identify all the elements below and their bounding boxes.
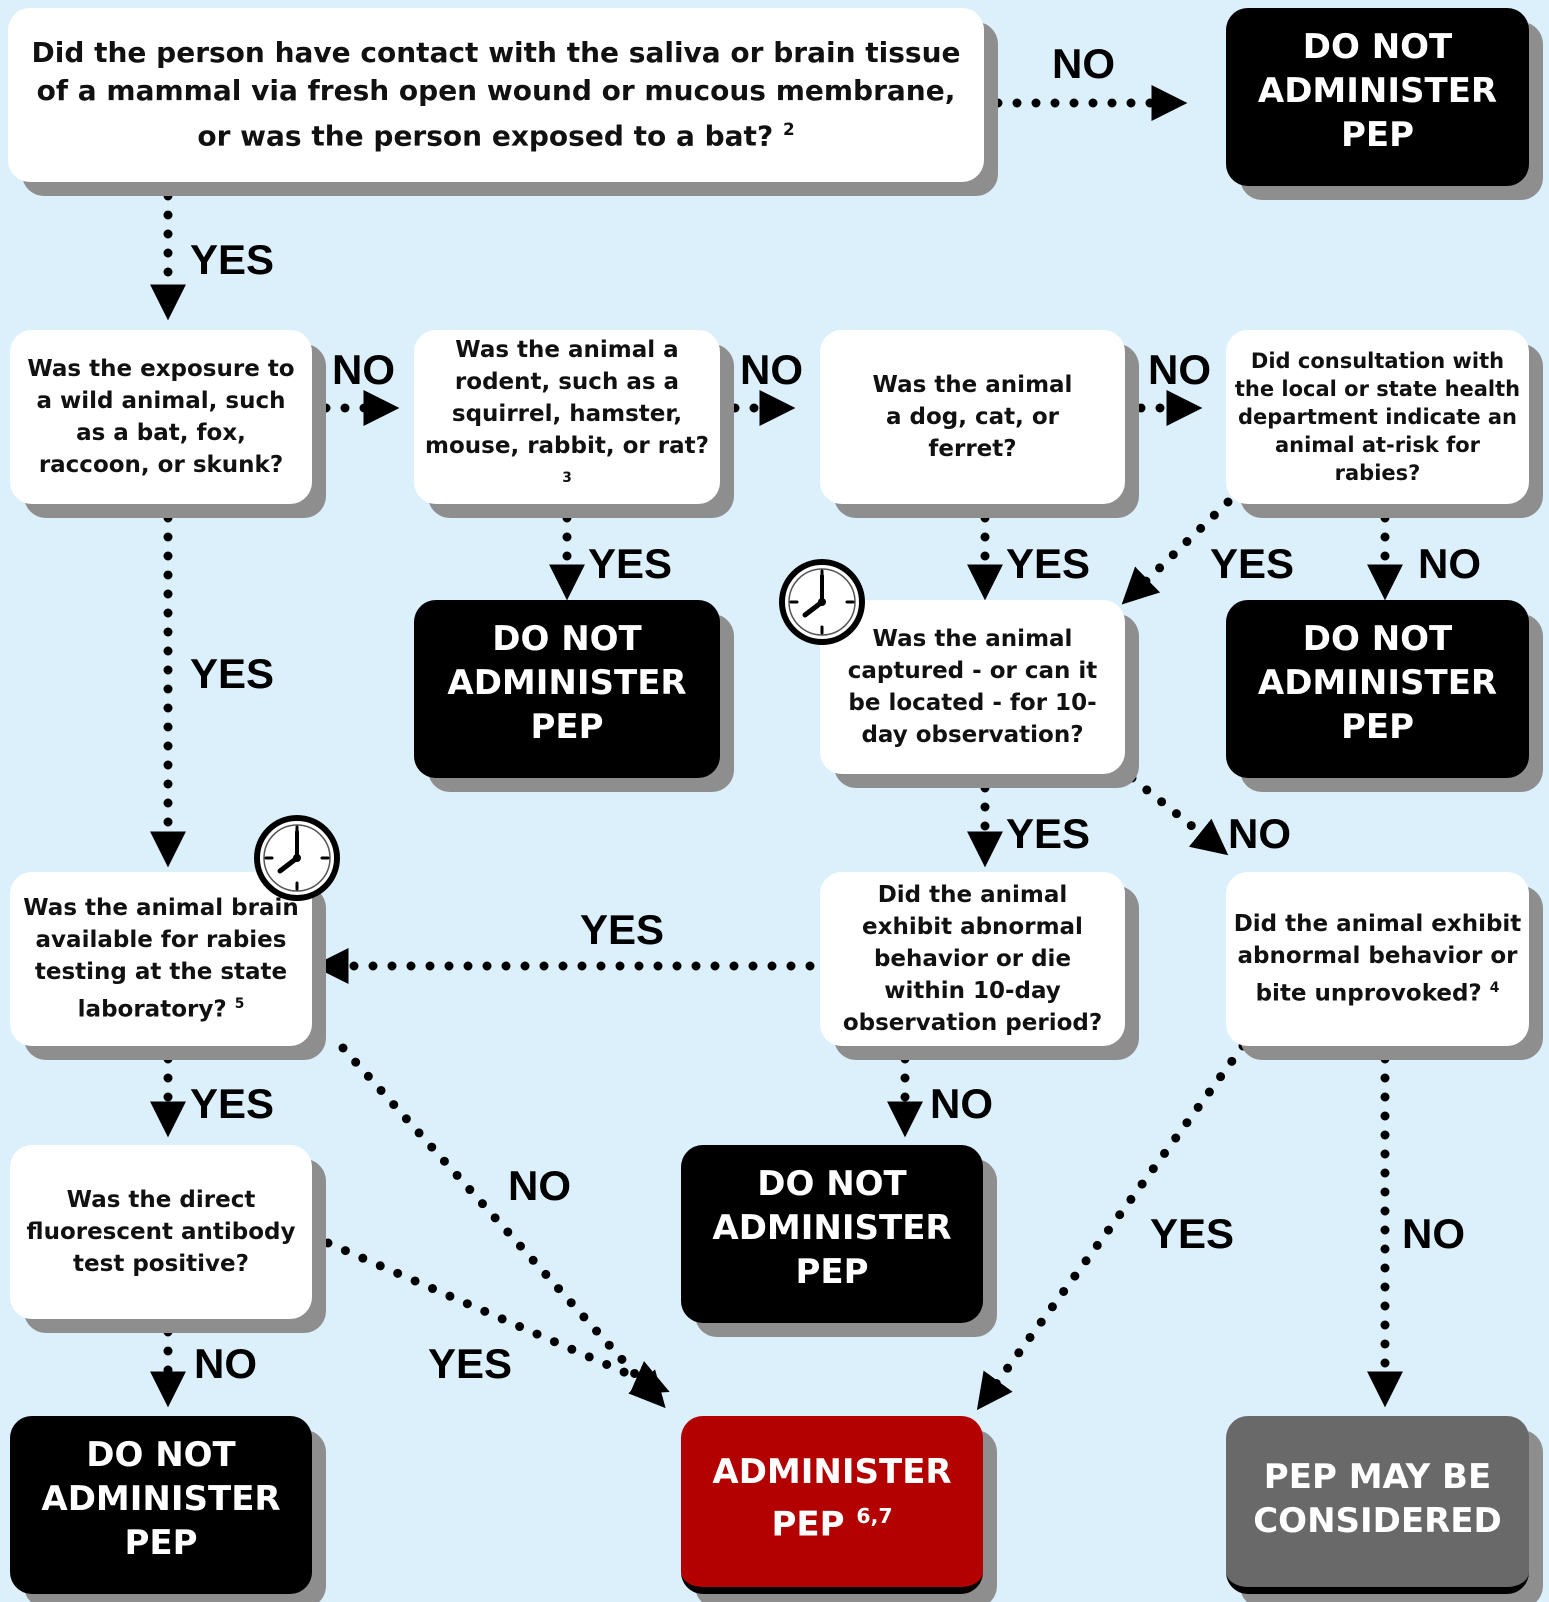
label-rodent-yes: YES [588,540,673,587]
arrow-captured-no [1127,773,1229,856]
result-do-not-administer-5: DO NOT ADMINISTER PEP [10,1416,312,1594]
question-health-department: Did consultation with the local or state… [1226,330,1529,504]
question-bite-unprovoked: Did the animal exhibit abnormal behavior… [1226,872,1529,1046]
arrow-brain-no [338,1043,666,1409]
label-wild-no: NO [332,346,395,393]
label-brain-yes: YES [190,1080,275,1127]
result-do-not-administer-1: DO NOT ADMINISTER PEP [1226,8,1529,186]
label-contact-yes: YES [190,236,275,283]
question-contact: Did the person have contact with the sal… [8,8,984,182]
arrow-consult-yes [1121,497,1233,605]
question-rodent: Was the animal a rodent, such as a squir… [414,330,720,504]
question-wild-animal: Was the exposure to a wild animal, such … [10,330,312,504]
question-brain-available: Was the animal brain available for rabie… [10,872,312,1046]
label-dog-no: NO [1148,346,1211,393]
label-captured-no: NO [1228,810,1291,857]
arrow-unprovoked-yes [976,1041,1248,1411]
label-captured-yes: YES [1006,810,1091,857]
question-dfa-test: Was the direct fluorescent antibody test… [10,1145,312,1319]
label-wild-yes: YES [190,650,275,697]
label-dfa-yes: YES [428,1340,513,1387]
result-pep-may-be-considered: PEP MAY BE CONSIDERED [1226,1416,1529,1594]
arrow-dfa-yes [323,1238,670,1395]
label-rodent-no: NO [740,346,803,393]
label-dog-yes: YES [1006,540,1091,587]
question-dog-cat-ferret: Was the animal a dog, cat, or ferret? [820,330,1125,504]
label-brain-no: NO [508,1162,571,1209]
question-observation-period: Did the animal exhibit abnormal behavior… [820,872,1125,1046]
label-consult-yes: YES [1210,540,1295,587]
label-consult-no: NO [1418,540,1481,587]
label-unprovoked-yes: YES [1150,1210,1235,1257]
label-contact-no: NO [1052,40,1115,87]
result-do-not-administer-3: DO NOT ADMINISTER PEP [1226,600,1529,778]
result-do-not-administer-4: DO NOT ADMINISTER PEP [681,1145,983,1323]
label-unprovoked-no: NO [1402,1210,1465,1257]
question-captured: Was the animal captured - or can it be l… [820,600,1125,774]
result-do-not-administer-2: DO NOT ADMINISTER PEP [414,600,720,778]
result-administer-pep: ADMINISTER PEP 6,7 [681,1416,983,1594]
label-observe-yes: YES [580,906,665,953]
clock-icon [779,559,865,645]
label-observe-no: NO [930,1080,993,1127]
clock-icon [254,815,340,901]
label-dfa-no: NO [194,1340,257,1387]
